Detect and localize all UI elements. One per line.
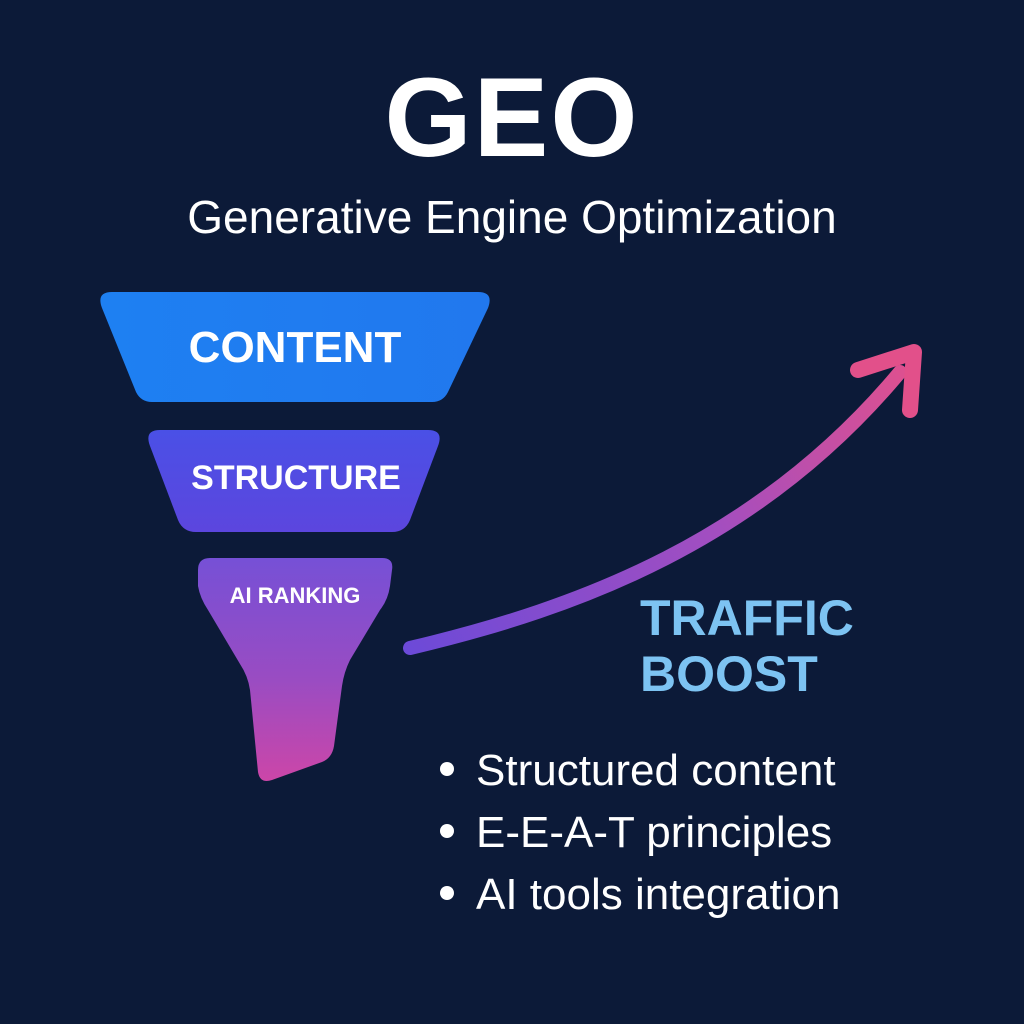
benefit-text: E-E-A-T principles [476,808,833,857]
benefits-list: Structured content E-E-A-T principles AI… [440,740,1000,926]
growth-arrow [403,344,922,655]
arrow-head [850,344,922,418]
traffic-label-line-2: BOOST [640,646,818,702]
traffic-boost-label: TRAFFIC BOOST [640,590,940,702]
bullet-icon [440,886,454,901]
list-item: Structured content [440,740,1000,802]
page-title: GEO [384,55,640,180]
page-subtitle: Generative Engine Optimization [187,191,837,243]
bullet-icon [440,762,454,777]
funnel-level-content: CONTENT [100,292,490,402]
benefit-text: Structured content [476,746,836,795]
funnel-label-content: CONTENT [189,323,402,372]
funnel-level-structure: STRUCTURE [148,430,440,532]
traffic-label-line-1: TRAFFIC [640,590,854,646]
funnel-label-structure: STRUCTURE [191,459,401,497]
benefit-text: AI tools integration [476,870,841,919]
bullet-icon [440,824,454,839]
funnel-level-ai-ranking: AI RANKING [198,558,393,781]
list-item: E-E-A-T principles [440,802,1000,864]
list-item: AI tools integration [440,864,1000,926]
funnel-label-ai-ranking: AI RANKING [230,583,361,608]
